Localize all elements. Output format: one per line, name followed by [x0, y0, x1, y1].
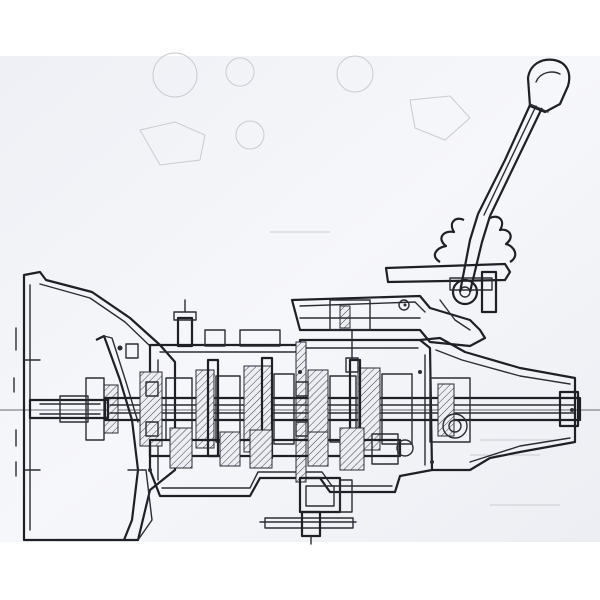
bellhousing	[22, 270, 177, 542]
main-shaft	[103, 396, 582, 422]
counter-shaft	[148, 427, 414, 471]
dimension-marks	[13, 327, 17, 477]
fastener-details	[117, 303, 574, 472]
input-shaft	[28, 395, 110, 423]
shift-mechanism	[290, 58, 571, 373]
lower-fittings	[259, 476, 357, 545]
case-top-fittings	[125, 299, 281, 359]
bleed-through-marks	[139, 52, 560, 506]
